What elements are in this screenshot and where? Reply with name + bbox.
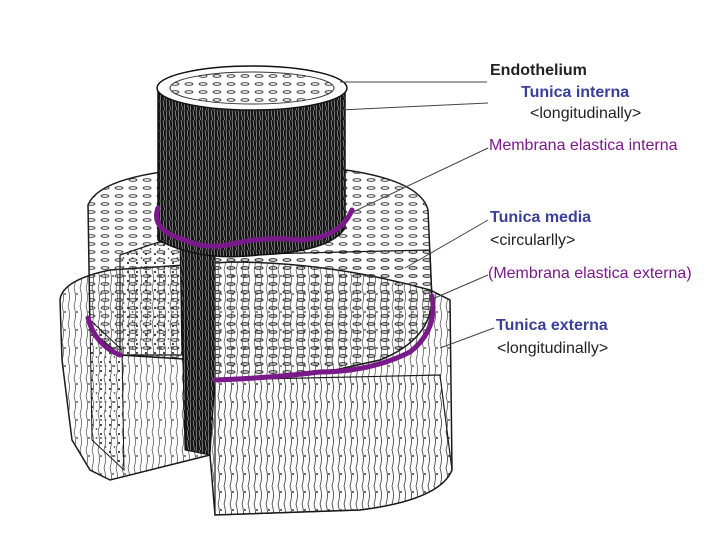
label-membrana-elastica-interna: Membrana elastica interna [489, 137, 678, 154]
cut-face [179, 234, 216, 456]
elastic-membranes [85, 205, 436, 383]
label-tunica-media-note: <circularlly> [490, 232, 576, 249]
label-endothelium: Endothelium [490, 62, 587, 79]
label-tunica-externa-note: <longitudinally> [497, 340, 609, 357]
label-tunica-interna-note: <longitudinally> [530, 105, 642, 122]
label-membrana-elastica-externa: (Membrana elastica externa) [488, 265, 692, 282]
membrana-elastica-externa [85, 293, 436, 383]
membrana-elastica-interna [154, 205, 355, 249]
label-tunica-media: Tunica media [490, 209, 592, 226]
label-tunica-externa: Tunica externa [496, 317, 608, 334]
label-tunica-interna: Tunica interna [521, 84, 630, 101]
leader-lines [339, 81, 495, 349]
tunica-interna-layer [156, 65, 348, 258]
